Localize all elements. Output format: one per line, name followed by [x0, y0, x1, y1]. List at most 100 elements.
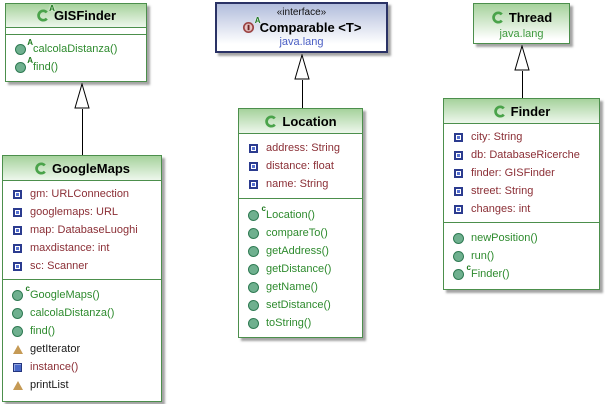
- field-icon: [247, 142, 260, 155]
- interface-icon: A: [242, 17, 261, 34]
- method-row[interactable]: run(): [444, 247, 599, 265]
- field-row[interactable]: name: String: [239, 175, 362, 193]
- field-row[interactable]: distance: float: [239, 157, 362, 175]
- field-row[interactable]: street: String: [444, 182, 599, 200]
- method-label: getDistance(): [266, 263, 332, 275]
- field-icon: [452, 131, 465, 144]
- field-label: finder: GISFinder: [471, 167, 555, 179]
- field-row[interactable]: city: String: [444, 128, 599, 146]
- field-row[interactable]: db: DatabaseRicerche: [444, 146, 599, 164]
- constructor-icon: c: [247, 204, 266, 222]
- class-box-thread[interactable]: Thread java.lang: [473, 3, 570, 44]
- field-row[interactable]: finder: GISFinder: [444, 164, 599, 182]
- interface-title: Comparable <T>: [259, 20, 362, 35]
- class-title: GISFinder: [53, 8, 117, 23]
- method-row[interactable]: getIterator: [3, 340, 161, 358]
- stereotype-label: «interface»: [276, 7, 327, 18]
- field-row[interactable]: changes: int: [444, 200, 599, 218]
- field-label: gm: URLConnection: [30, 188, 130, 200]
- field-icon: [452, 185, 465, 198]
- field-row[interactable]: maxdistance: int: [3, 239, 161, 257]
- method-icon: [247, 245, 260, 258]
- constructor-icon: c: [452, 263, 471, 281]
- class-title: GoogleMaps: [51, 160, 130, 176]
- method-row[interactable]: c Finder(): [444, 263, 599, 283]
- method-label: toString(): [266, 317, 312, 329]
- class-title: Thread: [508, 9, 553, 25]
- method-icon: [247, 263, 260, 276]
- methods-compartment: newPosition() run() c Finder(): [444, 223, 599, 289]
- generalization-line-googlemaps-gisfinder[interactable]: [82, 109, 83, 155]
- field-icon: [452, 149, 465, 162]
- abstract-method-icon: A: [14, 56, 33, 74]
- field-row[interactable]: sc: Scanner: [3, 257, 161, 275]
- method-label: find(): [30, 325, 56, 337]
- field-label: db: DatabaseRicerche: [471, 149, 580, 161]
- class-icon: [264, 114, 277, 128]
- method-row[interactable]: newPosition(): [444, 229, 599, 247]
- class-box-finder[interactable]: Finder city: String db: DatabaseRicerche…: [443, 98, 600, 290]
- method-row[interactable]: A calcolaDistanza(): [6, 38, 146, 58]
- method-label: run(): [471, 250, 495, 262]
- method-label: instance(): [30, 361, 79, 373]
- method-row[interactable]: getDistance(): [239, 260, 362, 278]
- method-row[interactable]: compareTo(): [239, 224, 362, 242]
- field-row[interactable]: map: DatabaseLuoghi: [3, 221, 161, 239]
- class-header: Location: [239, 109, 362, 134]
- interface-box-comparable[interactable]: «interface» A Comparable <T> java.lang: [215, 2, 388, 53]
- field-label: map: DatabaseLuoghi: [30, 224, 138, 236]
- method-row[interactable]: find(): [3, 322, 161, 340]
- abstract-class-icon: A: [36, 5, 55, 22]
- method-row[interactable]: instance(): [3, 358, 161, 376]
- field-icon: [11, 188, 24, 201]
- realization-arrowhead-location-comparable[interactable]: [294, 54, 310, 80]
- method-icon: [11, 307, 24, 320]
- method-icon: [247, 317, 260, 330]
- method-icon: [247, 281, 260, 294]
- method-row[interactable]: setDistance(): [239, 296, 362, 314]
- method-label: calcolaDistanza(): [33, 43, 118, 55]
- field-row[interactable]: address: String: [239, 139, 362, 157]
- member-label: getIterator: [30, 343, 81, 355]
- method-row[interactable]: toString(): [239, 314, 362, 332]
- method-icon: [11, 325, 24, 338]
- methods-compartment: c GoogleMaps() calcolaDistanza() find() …: [3, 280, 161, 400]
- field-label: street: String: [471, 185, 534, 197]
- realization-line-location-comparable[interactable]: [302, 80, 303, 108]
- field-label: googlemaps: URL: [30, 206, 119, 218]
- class-icon: [491, 10, 504, 24]
- method-label: newPosition(): [471, 232, 538, 244]
- class-header: GoogleMaps: [3, 156, 161, 181]
- method-row[interactable]: getAddress(): [239, 242, 362, 260]
- class-box-location[interactable]: Location address: String distance: float…: [238, 108, 363, 338]
- class-icon: [34, 161, 47, 175]
- field-icon: [11, 224, 24, 237]
- method-row[interactable]: c Location(): [239, 204, 362, 224]
- method-label: compareTo(): [266, 227, 328, 239]
- method-label: getAddress(): [266, 245, 329, 257]
- property-triangle-icon: [11, 379, 24, 392]
- class-box-googlemaps[interactable]: GoogleMaps gm: URLConnection googlemaps:…: [2, 155, 162, 402]
- class-icon: [493, 104, 506, 118]
- field-icon: [11, 260, 24, 273]
- class-box-gisfinder[interactable]: A GISFinder A calcolaDistanza() A find(): [5, 3, 147, 82]
- constructor-icon: c: [11, 284, 30, 302]
- generalization-line-finder-thread[interactable]: [522, 71, 523, 98]
- method-row[interactable]: A find(): [6, 56, 146, 76]
- method-icon: [452, 232, 465, 245]
- field-row[interactable]: googlemaps: URL: [3, 203, 161, 221]
- generalization-arrowhead-googlemaps-gisfinder[interactable]: [74, 83, 90, 109]
- method-row[interactable]: printList: [3, 376, 161, 394]
- method-label: Location(): [266, 209, 315, 221]
- method-icon: [247, 299, 260, 312]
- class-header: A GISFinder: [6, 4, 146, 28]
- method-label: setDistance(): [266, 299, 331, 311]
- field-label: name: String: [266, 178, 329, 190]
- method-label: GoogleMaps(): [30, 289, 100, 301]
- method-row[interactable]: calcolaDistanza(): [3, 304, 161, 322]
- method-row[interactable]: c GoogleMaps(): [3, 284, 161, 304]
- field-row[interactable]: gm: URLConnection: [3, 185, 161, 203]
- method-row[interactable]: getName(): [239, 278, 362, 296]
- method-label: getName(): [266, 281, 318, 293]
- generalization-arrowhead-finder-thread[interactable]: [514, 45, 530, 71]
